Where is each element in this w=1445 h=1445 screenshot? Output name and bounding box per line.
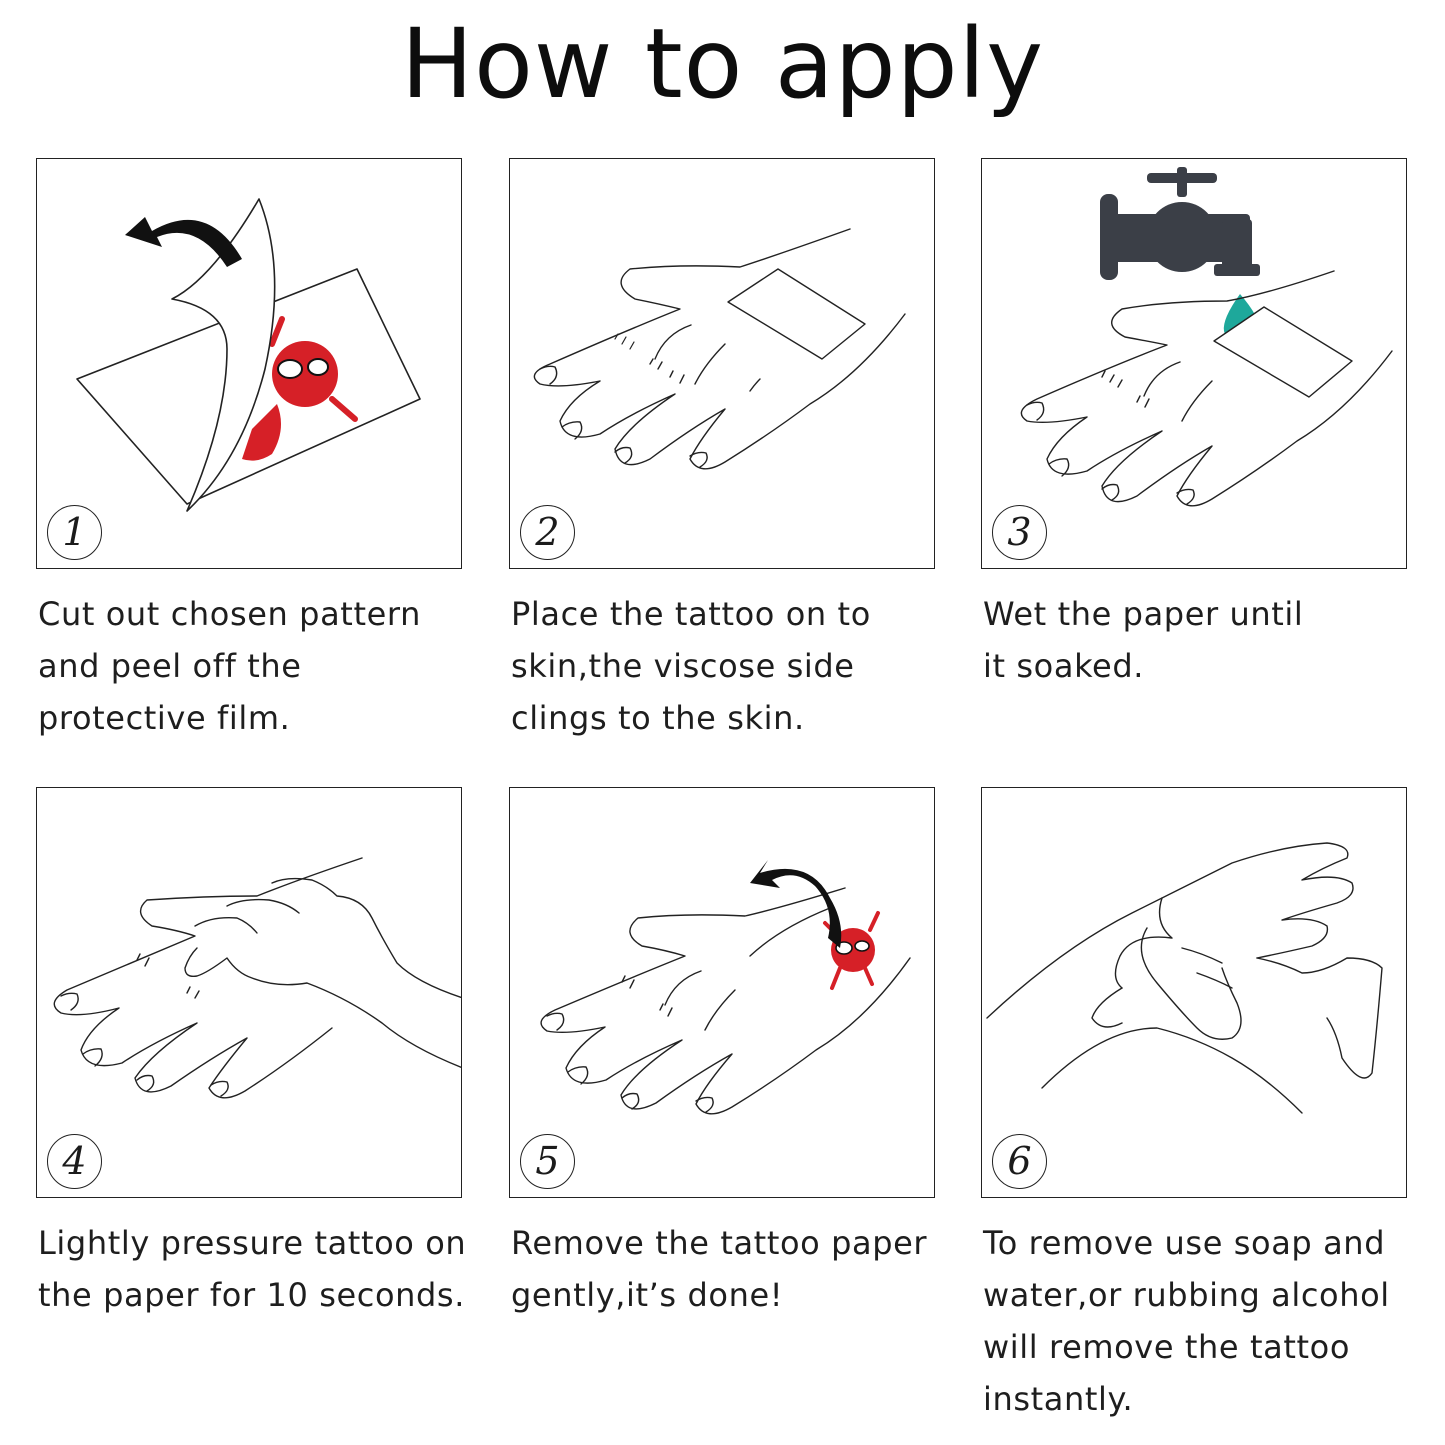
step-number-badge: 1 bbox=[47, 505, 102, 560]
spider-character-icon bbox=[242, 316, 358, 461]
step-number-badge: 5 bbox=[520, 1134, 575, 1189]
step-number-badge: 6 bbox=[992, 1134, 1047, 1189]
hand-outline-icon bbox=[540, 887, 911, 1115]
step-5-caption: Remove the tattoo paper gently,it’s done… bbox=[511, 1224, 928, 1314]
peel-film-icon bbox=[76, 198, 421, 512]
wash-arm-icon bbox=[986, 842, 1383, 1114]
hand-with-tattoo-icon bbox=[533, 228, 906, 470]
step-6-caption: To remove use soap and water,or rubbing … bbox=[983, 1224, 1390, 1418]
hand-press-icon bbox=[53, 857, 461, 1099]
step-4-illustration: 4 bbox=[36, 787, 462, 1198]
step-5-illustration: 5 bbox=[509, 787, 935, 1198]
step-3-caption: Wet the paper until it soaked. bbox=[983, 595, 1304, 685]
spider-character-icon bbox=[823, 911, 880, 990]
curved-arrow-icon bbox=[750, 860, 842, 948]
step-3-illustration: 3 bbox=[981, 158, 1407, 569]
step-number-badge: 3 bbox=[992, 505, 1047, 560]
step-6-illustration: 6 bbox=[981, 787, 1407, 1198]
step-2-caption: Place the tattoo on to skin,the viscose … bbox=[511, 595, 871, 737]
step-number-badge: 4 bbox=[47, 1134, 102, 1189]
step-1-caption: Cut out chosen pattern and peel off the … bbox=[38, 595, 421, 737]
faucet-icon bbox=[1100, 167, 1260, 280]
step-2-illustration: 2 bbox=[509, 158, 935, 569]
step-number-badge: 2 bbox=[520, 505, 575, 560]
step-4-caption: Lightly pressure tattoo on the paper for… bbox=[38, 1224, 467, 1314]
step-1-illustration: 1 bbox=[36, 158, 462, 569]
page-title: How to apply bbox=[400, 8, 1045, 120]
